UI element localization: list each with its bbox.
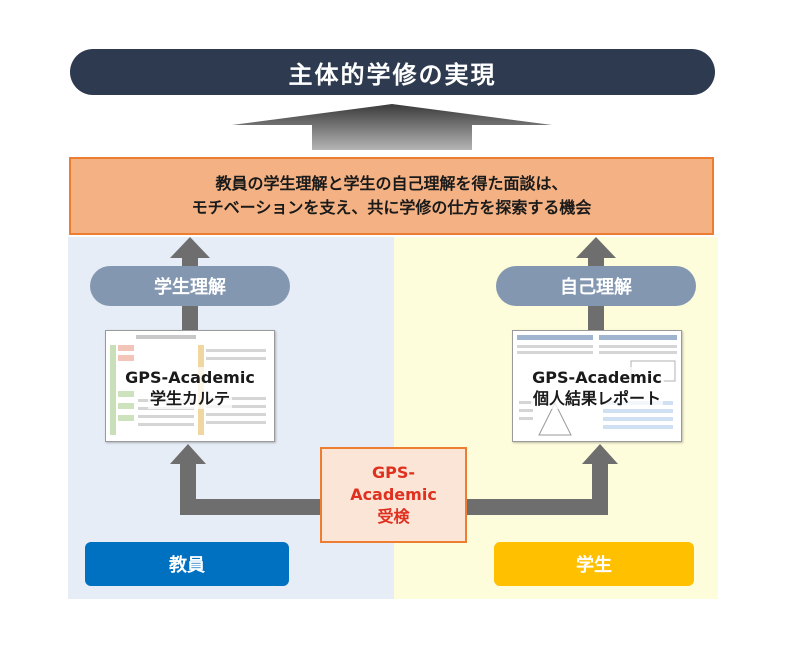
- personal-report-subtitle: 個人結果レポート: [530, 388, 663, 409]
- bottom-flow-path: [180, 462, 608, 515]
- right-top-arrow-head: [576, 237, 616, 258]
- teacher-label: 教員: [85, 542, 289, 586]
- student-label: 学生: [494, 542, 694, 586]
- student-record-document: GPS-Academic 学生カルテ: [105, 330, 275, 442]
- big-up-arrow: [232, 104, 552, 150]
- student-record-thumbnail: [110, 335, 266, 435]
- exam-box: GPS- Academic 受検: [320, 447, 467, 543]
- student-record-subtitle: 学生カルテ: [147, 388, 232, 409]
- summary-box: 教員の学生理解と学生の自己理解を得た面談は、 モチベーションを支え、共に学修の仕…: [69, 157, 714, 235]
- student-record-title: GPS-Academic: [123, 367, 257, 388]
- exam-line-2: Academic: [350, 485, 437, 504]
- exam-line-1: GPS-: [371, 463, 416, 482]
- summary-line-2: モチベーションを支え、共に学修の仕方を探索する機会: [191, 198, 592, 217]
- right-bottom-arrow-head: [582, 444, 618, 464]
- exam-line-3: 受検: [377, 507, 410, 526]
- summary-line-1: 教員の学生理解と学生の自己理解を得た面談は、: [215, 174, 568, 193]
- personal-report-title: GPS-Academic: [530, 367, 664, 388]
- personal-report-document: GPS-Academic 個人結果レポート: [512, 330, 682, 442]
- left-bottom-arrow-head: [170, 444, 206, 464]
- left-top-arrow-head: [170, 237, 210, 258]
- self-understanding-pill: 自己理解: [496, 266, 696, 306]
- student-understanding-pill: 学生理解: [90, 266, 290, 306]
- goal-title: 主体的学修の実現: [70, 49, 715, 95]
